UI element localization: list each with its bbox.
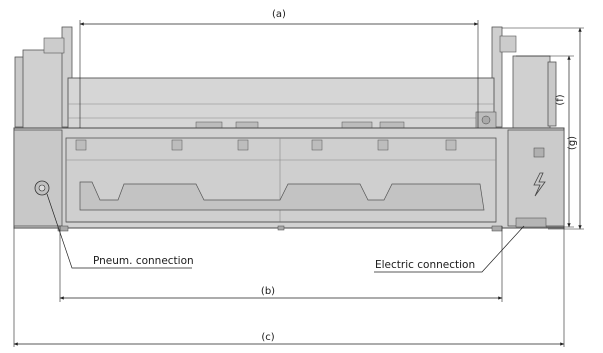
dimension-c: (c) — [13, 228, 565, 347]
dimension-g: (g) — [502, 27, 584, 230]
dimension-f: (f) — [516, 55, 574, 228]
dimension-g-label: (g) — [567, 136, 578, 150]
lightning-bolt-icon — [533, 172, 546, 197]
dimension-a: (a) — [79, 9, 479, 128]
circle-port-icon — [34, 180, 50, 196]
dimension-b: (b) — [59, 226, 503, 302]
electric-callout: Electric connection — [374, 225, 525, 273]
machine-body — [13, 26, 565, 232]
pneumatic-callout: Pneum. connection — [46, 193, 194, 269]
electric-connection-label: Electric connection — [375, 259, 475, 271]
dimension-f-label: (f) — [555, 94, 566, 105]
pneumatic-connection-label: Pneum. connection — [93, 255, 194, 267]
dimension-b-label: (b) — [261, 286, 275, 297]
dimension-c-label: (c) — [261, 332, 274, 343]
dimension-a-label: (a) — [272, 9, 286, 20]
